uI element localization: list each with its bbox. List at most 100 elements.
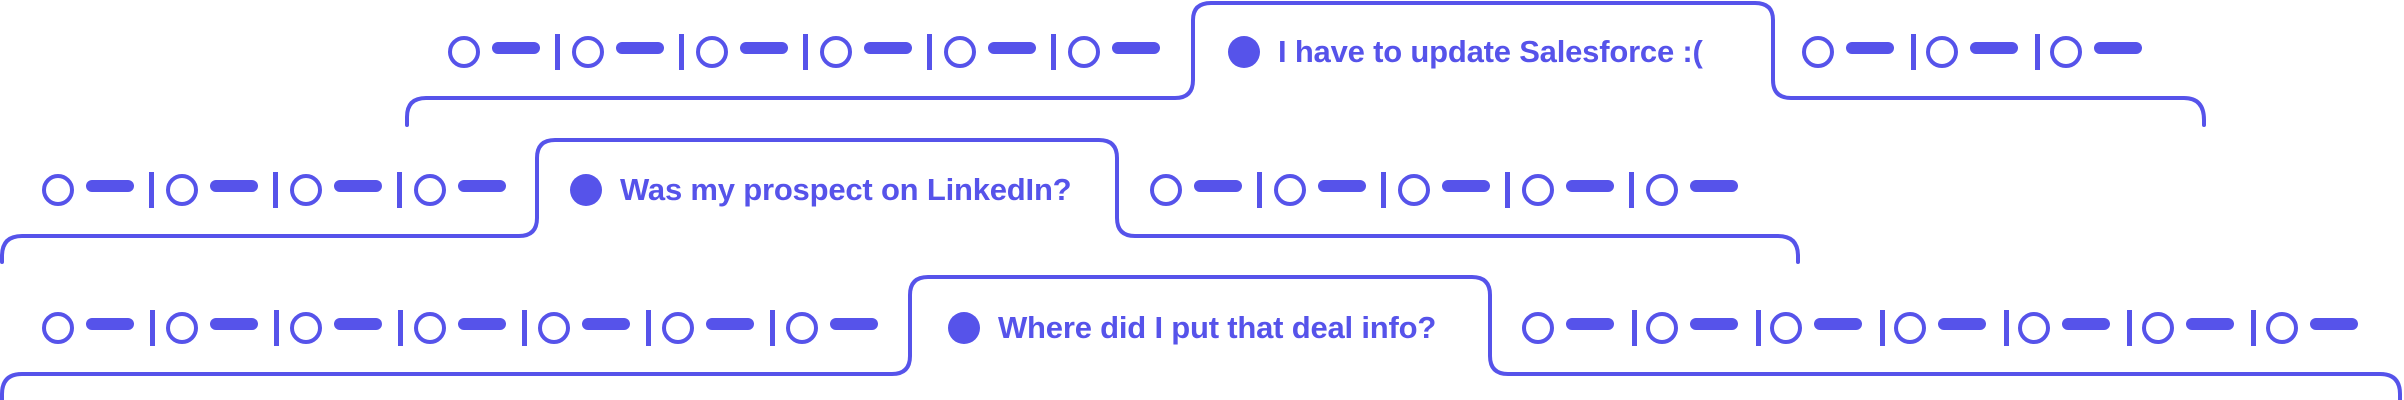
tab-separator — [1051, 34, 1056, 70]
tab-separator — [1756, 310, 1761, 346]
tab-separator — [1257, 172, 1262, 208]
filled-dot-icon — [1228, 36, 1260, 68]
tab-separator — [397, 172, 402, 208]
tab-separator — [274, 310, 279, 346]
dash-bar — [334, 180, 382, 192]
dash-bar — [2062, 318, 2110, 330]
dash-bar — [830, 318, 878, 330]
empty-circle-icon — [538, 312, 570, 344]
dash-bar — [1442, 180, 1490, 192]
empty-circle-icon — [2142, 312, 2174, 344]
dash-bar — [1112, 42, 1160, 54]
empty-circle-icon — [1770, 312, 1802, 344]
empty-circle-icon — [290, 174, 322, 206]
active-tab-label: I have to update Salesforce :( — [1278, 34, 1703, 69]
tab-separator — [1880, 310, 1885, 346]
empty-circle-icon — [1398, 174, 1430, 206]
active-tab[interactable]: I have to update Salesforce :( — [1228, 32, 1703, 72]
empty-circle-icon — [2266, 312, 2298, 344]
empty-circle-icon — [1802, 36, 1834, 68]
dash-bar — [864, 42, 912, 54]
dash-bar — [210, 318, 258, 330]
tab-separator — [1629, 172, 1634, 208]
empty-circle-icon — [1522, 312, 1554, 344]
tab-separator — [646, 310, 651, 346]
dash-bar — [2094, 42, 2142, 54]
dash-bar — [86, 318, 134, 330]
empty-circle-icon — [42, 174, 74, 206]
dash-bar — [210, 180, 258, 192]
tab-separator — [150, 310, 155, 346]
empty-circle-icon — [2018, 312, 2050, 344]
empty-circle-icon — [572, 36, 604, 68]
empty-circle-icon — [290, 312, 322, 344]
dash-bar — [458, 318, 506, 330]
empty-circle-icon — [414, 312, 446, 344]
dash-bar — [2186, 318, 2234, 330]
dash-bar — [1690, 180, 1738, 192]
empty-circle-icon — [662, 312, 694, 344]
dash-bar — [86, 180, 134, 192]
filled-dot-icon — [948, 312, 980, 344]
tab-separator — [803, 34, 808, 70]
dash-bar — [2310, 318, 2358, 330]
dash-bar — [706, 318, 754, 330]
dash-bar — [1318, 180, 1366, 192]
empty-circle-icon — [944, 36, 976, 68]
empty-circle-icon — [1646, 312, 1678, 344]
dash-bar — [1194, 180, 1242, 192]
tab-separator — [1911, 34, 1916, 70]
tab-separator — [1505, 172, 1510, 208]
empty-circle-icon — [166, 174, 198, 206]
tab-row-3: Where did I put that deal info? — [0, 298, 2404, 358]
dash-bar — [1566, 180, 1614, 192]
dash-bar — [1566, 318, 1614, 330]
tab-row-2: Was my prospect on LinkedIn? — [0, 160, 2404, 220]
empty-circle-icon — [1894, 312, 1926, 344]
empty-circle-icon — [1522, 174, 1554, 206]
dash-bar — [988, 42, 1036, 54]
dash-bar — [616, 42, 664, 54]
tab-separator — [2127, 310, 2132, 346]
empty-circle-icon — [820, 36, 852, 68]
empty-circle-icon — [414, 174, 446, 206]
empty-circle-icon — [786, 312, 818, 344]
empty-circle-icon — [696, 36, 728, 68]
dash-bar — [334, 318, 382, 330]
empty-circle-icon — [166, 312, 198, 344]
tab-separator — [2251, 310, 2256, 346]
dash-bar — [1938, 318, 1986, 330]
tab-separator — [1381, 172, 1386, 208]
empty-circle-icon — [1068, 36, 1100, 68]
tab-separator — [2004, 310, 2009, 346]
dash-bar — [458, 180, 506, 192]
row1-outline — [405, 1, 2206, 127]
active-tab[interactable]: Was my prospect on LinkedIn? — [570, 170, 1072, 210]
active-tab[interactable]: Where did I put that deal info? — [948, 308, 1436, 348]
dash-bar — [1970, 42, 2018, 54]
tab-separator — [398, 310, 403, 346]
tab-separator — [927, 34, 932, 70]
dash-bar — [1690, 318, 1738, 330]
tab-row-1: I have to update Salesforce :( — [0, 22, 2404, 82]
empty-circle-icon — [1646, 174, 1678, 206]
tab-separator — [679, 34, 684, 70]
empty-circle-icon — [42, 312, 74, 344]
tab-separator — [770, 310, 775, 346]
active-tab-label: Where did I put that deal info? — [998, 310, 1437, 345]
tab-separator — [1632, 310, 1637, 346]
tab-separator — [522, 310, 527, 346]
tab-separator — [273, 172, 278, 208]
row3-outline — [0, 275, 2402, 400]
tab-separator — [149, 172, 154, 208]
active-tab-label: Was my prospect on LinkedIn? — [620, 172, 1072, 207]
row2-outline — [0, 138, 1800, 264]
empty-circle-icon — [1926, 36, 1958, 68]
dash-bar — [582, 318, 630, 330]
dash-bar — [1846, 42, 1894, 54]
empty-circle-icon — [448, 36, 480, 68]
dash-bar — [1814, 318, 1862, 330]
tab-separator — [2035, 34, 2040, 70]
filled-dot-icon — [570, 174, 602, 206]
